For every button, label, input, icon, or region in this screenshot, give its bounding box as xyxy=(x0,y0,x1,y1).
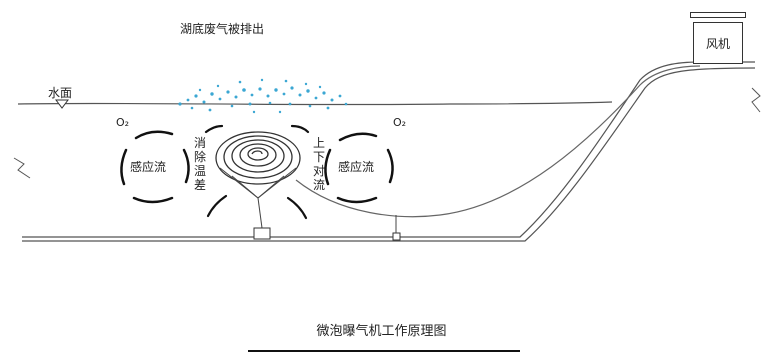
aerator-flow-arcs xyxy=(204,124,310,220)
aerator-support xyxy=(219,167,297,229)
bank-outer-line xyxy=(22,61,755,238)
convection-char-4: 流 xyxy=(312,178,325,192)
air-hose xyxy=(295,65,701,218)
convection-char-1: 上 xyxy=(312,136,325,150)
induced-flow-arcs-left xyxy=(120,130,190,204)
diagram-caption: 微泡曝气机工作原理图 xyxy=(316,324,447,339)
eliminate-char-1: 消 xyxy=(193,136,206,150)
convection-char-2: 下 xyxy=(312,150,325,164)
eliminate-temp-diff-label: 消 除 温 差 xyxy=(193,136,207,192)
blower-label: 风机 xyxy=(705,36,730,51)
water-surface-line xyxy=(17,101,613,106)
caption-underline xyxy=(248,350,520,352)
spiral-aerator xyxy=(215,131,301,185)
water-surface-label: 水面 xyxy=(48,86,73,100)
convection-char-3: 对 xyxy=(312,164,325,178)
induced-flow-arcs-right xyxy=(324,132,394,204)
eliminate-char-2: 除 xyxy=(193,150,206,164)
blower-roof xyxy=(690,12,746,18)
vertical-convection-label: 上 下 对 流 xyxy=(312,136,326,192)
exhaust-label: 湖底废气被排出 xyxy=(180,22,265,36)
right-break-mark xyxy=(751,87,761,113)
o2-right-label: O₂ xyxy=(393,116,407,129)
hose-weight xyxy=(392,232,401,241)
bank-inner-line xyxy=(22,67,756,242)
anchor-block xyxy=(253,227,271,240)
o2-left-label: O₂ xyxy=(116,116,130,129)
bubble-cloud xyxy=(178,78,348,114)
induced-flow-left-label: 感应流 xyxy=(130,160,167,174)
water-level-marker xyxy=(55,99,69,109)
left-break-mark xyxy=(13,157,31,179)
blower-box: 风机 xyxy=(693,22,743,64)
eliminate-char-4: 差 xyxy=(193,178,206,192)
eliminate-char-3: 温 xyxy=(193,164,206,178)
induced-flow-right-label: 感应流 xyxy=(338,160,375,174)
